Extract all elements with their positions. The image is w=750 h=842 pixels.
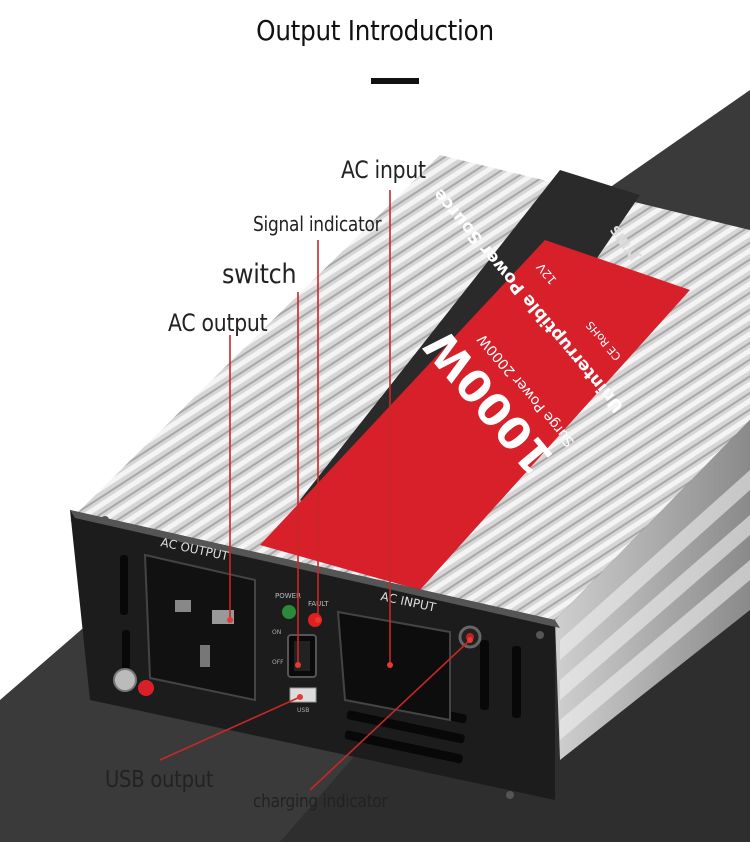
callout-usb-output: USB output [105, 767, 214, 793]
callout-ac-input: AC input [341, 156, 426, 184]
svg-text:USB: USB [297, 707, 309, 714]
callout-line-usb [159, 696, 301, 761]
power-led [282, 605, 296, 619]
svg-text:ON: ON [272, 629, 281, 636]
svg-text:POWER: POWER [275, 592, 301, 600]
ac-output-socket [143, 553, 256, 702]
title-underline [371, 78, 419, 84]
heatsink-side [555, 420, 750, 760]
svg-text:OFF: OFF [272, 659, 284, 666]
page-title: Output Introduction [256, 14, 494, 47]
callout-switch: switch [222, 259, 297, 290]
ground-terminal [113, 668, 137, 692]
ac-input-socket [336, 610, 451, 722]
callout-signal-indicator: Signal indicator [253, 212, 382, 236]
callout-charging-indicator: charging indicator [253, 791, 388, 812]
callout-line-charging [309, 639, 471, 791]
red-label [260, 240, 690, 590]
callout-ac-output: AC output [168, 309, 268, 337]
